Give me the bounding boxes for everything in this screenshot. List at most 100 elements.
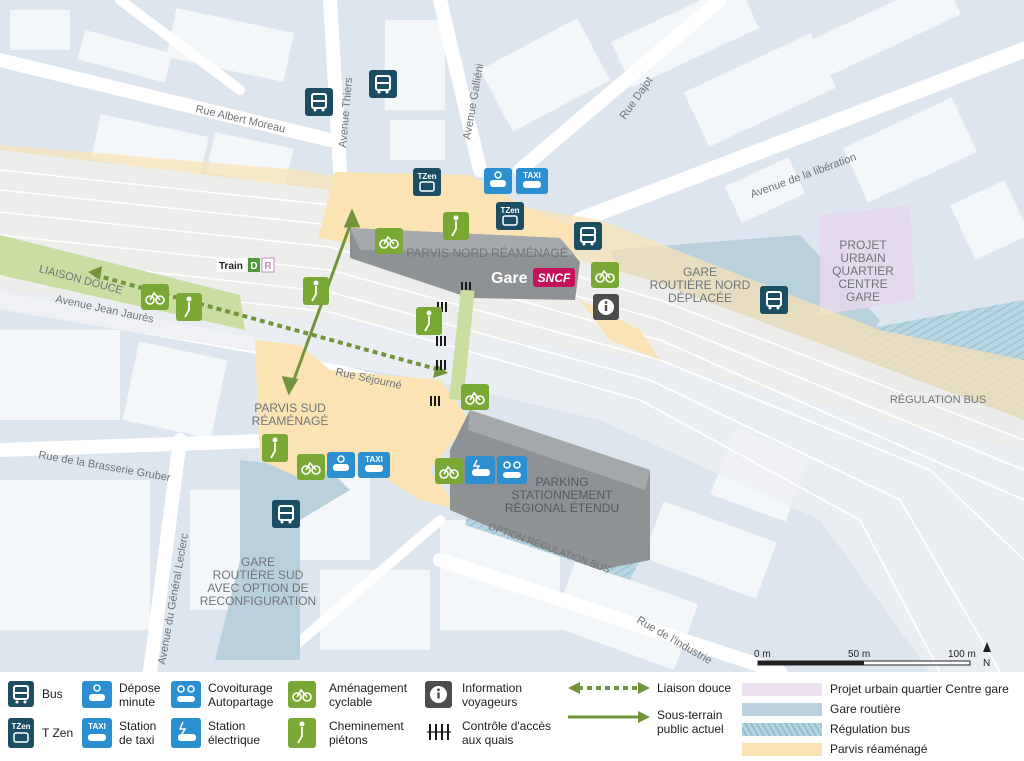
service-icons: TAXI TAXI — [327, 168, 548, 484]
legend-underpass-arrow — [568, 711, 650, 723]
label-gare-routiere-nord-3: DÉPLACÉE — [668, 290, 732, 305]
parking-building-top — [468, 410, 650, 490]
area-labels: LIAISON DOUCE PARVIS NORD RÉAMÉNAGÉ GARE… — [38, 238, 987, 608]
label-projet-4: CENTRE — [838, 277, 887, 291]
gare-routiere-sud-zone — [215, 460, 350, 660]
svg-text:TZen: TZen — [500, 206, 519, 215]
svg-text:D: D — [250, 261, 257, 272]
station-buildings — [350, 228, 650, 570]
drop-off-icon — [484, 168, 512, 194]
label-projet-2: URBAIN — [840, 251, 885, 265]
bicycle-icon — [435, 458, 463, 484]
legend-tzen-label: T Zen — [42, 726, 74, 740]
bus-icons — [272, 70, 788, 528]
legend-liaison-label: Liaison douce — [657, 681, 732, 695]
bus-icon — [574, 222, 602, 250]
legend-cycle-label: Aménagement cyclable — [329, 681, 408, 709]
station-area-map: Rue Albert Moreau Avenue Thiers Avenue G… — [0, 0, 1024, 672]
legend-liaison-arrow — [568, 682, 650, 694]
bus-icon — [369, 70, 397, 98]
svg-text:TAXI: TAXI — [365, 455, 383, 464]
legend-tzen-icon: TZen — [8, 718, 34, 748]
label-parking-3: RÉGIONAL ÉTENDU — [505, 500, 619, 515]
label-projet-3: QUARTIER — [832, 264, 894, 278]
bicycle-icon — [375, 228, 403, 254]
line-d-badge — [248, 258, 260, 272]
label-parvis-sud-2: RÉAMÉNAGÉ — [252, 413, 329, 428]
scale-end: 100 m — [948, 649, 976, 660]
bus-icon — [760, 286, 788, 314]
bus-icon — [272, 500, 300, 528]
bicycle-icon — [141, 284, 169, 310]
tzen-icon: TZen — [413, 168, 441, 196]
svg-text:TAXI: TAXI — [88, 722, 106, 731]
legend-drop-off-icon — [82, 681, 112, 708]
bicycle-icon — [297, 454, 325, 480]
legend-bus-icon — [8, 681, 34, 707]
label-gare-routiere-nord-1: GARE — [683, 265, 717, 279]
legend-info-icon — [425, 681, 452, 708]
legend-bicycle-icon — [288, 681, 316, 708]
legend-regulation-swatch — [742, 723, 822, 736]
legend-projet-swatch — [742, 683, 822, 696]
parking-building — [450, 410, 650, 570]
pedestrian-icon — [443, 212, 469, 240]
gare-label: Gare — [491, 270, 528, 287]
label-parvis-sud-1: PARVIS SUD — [254, 401, 326, 415]
legend-charging-label: Station électrique — [208, 719, 261, 747]
map-legend: TZen TAXI Bus T Zen Dépose — [0, 672, 1024, 761]
pedestrian-icon — [303, 277, 329, 305]
legend-info-label: Information voyageurs — [462, 681, 523, 709]
charging-station-icon — [465, 456, 495, 484]
legend-pedestrian-icon — [288, 718, 316, 748]
label-projet-5: GARE — [846, 290, 880, 304]
label-gare-routiere-sud-3: AVEC OPTION DE — [207, 581, 308, 595]
north-label: N — [983, 658, 990, 669]
pedestrian-icon — [416, 307, 442, 335]
scale-zero: 0 m — [754, 649, 771, 660]
scale-mid: 50 m — [848, 649, 870, 660]
station-sign: Gare SNCF — [491, 268, 575, 287]
bus-icon — [305, 88, 333, 116]
legend-taxi-label: Station de taxi — [119, 719, 157, 747]
sncf-logo-text: SNCF — [538, 271, 571, 285]
drop-off-icon — [327, 452, 355, 478]
carpool-icon — [497, 456, 527, 484]
legend-gare-routiere-label: Gare routière — [830, 702, 901, 716]
pedestrian-icon — [176, 293, 202, 321]
legend-access-label: Contrôle d'accès aux quais — [462, 719, 552, 747]
label-gare-routiere-sud-4: RECONFIGURATION — [200, 594, 316, 608]
label-gare-routiere-sud-1: GARE — [241, 555, 275, 569]
legend-bus-label: Bus — [42, 687, 63, 701]
svg-text:TAXI: TAXI — [523, 171, 541, 180]
svg-text:R: R — [264, 261, 272, 272]
legend-drop-off-label: Dépose minute — [119, 681, 161, 709]
legend-underpass-label: Sous-terrain public actuel — [657, 708, 724, 736]
legend-taxi-icon: TAXI — [82, 718, 112, 748]
taxi-icon: TAXI — [358, 452, 390, 478]
projet-urbain-zone — [820, 205, 915, 315]
train-label: Train — [219, 261, 243, 272]
train-lines-badge: Train D R — [216, 257, 275, 273]
legend-carpool-icon — [171, 681, 201, 708]
legend-pedestrian-label: Cheminement piétons — [329, 719, 404, 747]
sncf-logo — [533, 268, 575, 287]
info-icon — [593, 294, 619, 320]
tzen-icons: TZen TZen — [413, 168, 524, 230]
scale-bar: 0 m 50 m 100 m N — [754, 642, 991, 669]
label-parking-1: PARKING — [535, 475, 588, 489]
pedestrian-icons — [176, 212, 469, 462]
access-control-marks — [430, 282, 471, 406]
line-r-badge — [261, 257, 275, 273]
svg-text:TZen: TZen — [417, 172, 436, 181]
station-building-north-top — [350, 228, 575, 255]
bicycle-icon — [461, 384, 489, 410]
label-parking-2: STATIONNEMENT — [512, 488, 614, 502]
taxi-icon: TAXI — [516, 168, 548, 194]
label-regulation-bus: RÉGULATION BUS — [890, 393, 986, 406]
label-gare-routiere-sud-2: ROUTIÈRE SUD — [213, 567, 304, 582]
legend-carpool-label: Covoiturage Autopartage — [208, 681, 274, 709]
bicycle-icon — [591, 262, 619, 288]
svg-text:TZen: TZen — [11, 722, 30, 731]
legend-projet-label: Projet urbain quartier Centre gare — [830, 682, 1009, 696]
